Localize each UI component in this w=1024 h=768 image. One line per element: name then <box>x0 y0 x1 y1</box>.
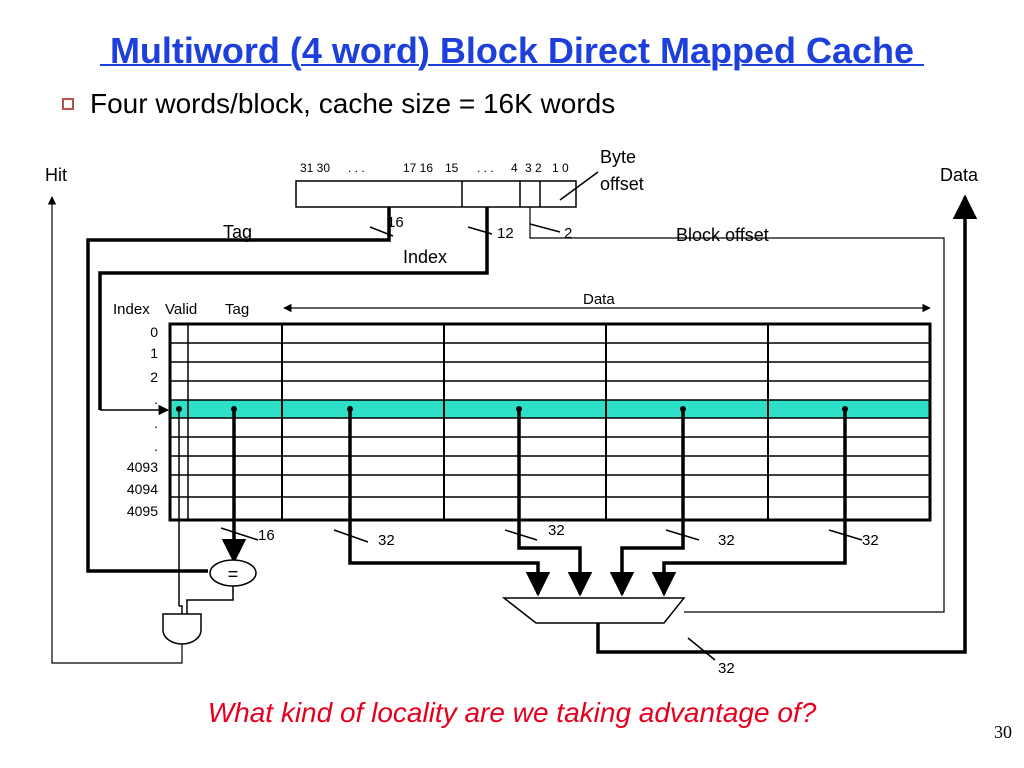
data-output-label: Data <box>940 165 979 185</box>
bit-label-3-2: 3 2 <box>525 161 542 175</box>
header-data: Data <box>583 291 615 308</box>
byte-offset-label-line2: offset <box>600 174 644 194</box>
word3-width-label: 32 <box>862 532 879 549</box>
block-offset-wire <box>529 207 945 613</box>
stored-tag-width-slash <box>220 527 259 541</box>
word3-width-slash <box>828 529 863 541</box>
word1-width-label: 32 <box>548 522 565 539</box>
row-index-4093: 4093 <box>127 459 158 475</box>
comparator-symbol: = <box>228 564 239 584</box>
compare-to-and <box>186 586 234 614</box>
row-index-0: 0 <box>150 324 158 340</box>
row-index-4094: 4094 <box>127 481 158 497</box>
question-text: What kind of locality are we taking adva… <box>207 697 817 728</box>
valid-to-and <box>179 605 183 614</box>
index-wire <box>98 207 489 410</box>
row-index-dot-2: . <box>154 415 158 431</box>
bit-label-1-0: 1 0 <box>552 161 569 175</box>
row-index-2: 2 <box>150 369 158 385</box>
word2-width-label: 32 <box>718 532 735 549</box>
cache-table <box>168 322 932 522</box>
table-border <box>168 322 932 522</box>
bit-label-31-30: 31 30 <box>300 161 330 175</box>
word2-wire <box>609 409 685 597</box>
stored-tag-width-label: 16 <box>258 527 275 544</box>
index-width-slash <box>467 226 493 235</box>
hit-wire <box>47 196 183 664</box>
tag-field-label: Tag <box>223 222 252 242</box>
block-offset-label: Block offset <box>676 225 769 245</box>
highlight-row <box>170 400 930 418</box>
header-valid: Valid <box>165 301 197 318</box>
bit-label-15: 15 <box>445 161 459 175</box>
row-index-dot-3: . <box>154 438 158 454</box>
bit-label-4: 4 <box>511 161 518 175</box>
index-field-label: Index <box>403 247 447 267</box>
address-register <box>295 180 577 208</box>
tag-wire <box>86 207 391 573</box>
row-index-4095: 4095 <box>127 503 158 519</box>
header-tag: Tag <box>225 301 249 318</box>
word1-width-slash <box>504 529 538 541</box>
block-offset-width-label: 2 <box>564 225 572 242</box>
tag-width-label: 16 <box>387 214 404 231</box>
word3-wire <box>651 409 847 597</box>
word2-width-slash <box>665 529 700 541</box>
row-index-1: 1 <box>150 345 158 361</box>
word0-width-label: 32 <box>378 532 395 549</box>
data-out-width-slash <box>687 637 716 661</box>
byte-offset-pointer <box>559 171 599 201</box>
and-gate <box>162 613 202 645</box>
bit-label-dots-2: . . . <box>477 161 494 175</box>
multiplexer <box>501 597 686 624</box>
bit-label-17-16: 17 16 <box>403 161 433 175</box>
page-number: 30 <box>994 722 1012 742</box>
slide-title: Multiword (4 word) Block Direct Mapped C… <box>99 30 925 71</box>
square-bullet-icon <box>62 98 74 110</box>
bit-label-dots-1: . . . <box>348 161 365 175</box>
header-index: Index <box>113 301 150 318</box>
bullet-point: Four words/block, cache size = 16K words <box>62 88 615 120</box>
word0-width-slash <box>333 529 369 543</box>
word1-wire <box>517 409 593 597</box>
byte-offset-label-line1: Byte <box>600 147 636 167</box>
word0-wire <box>348 409 551 597</box>
data-out-wire <box>596 194 978 654</box>
index-width-label: 12 <box>497 225 514 242</box>
bullet-text: Four words/block, cache size = 16K words <box>90 88 616 119</box>
data-out-width-label: 32 <box>718 660 735 677</box>
row-index-dot-1: . <box>154 391 158 407</box>
block-offset-width-slash <box>529 223 561 233</box>
hit-label: Hit <box>45 165 67 185</box>
tag-width-slash <box>369 226 394 237</box>
